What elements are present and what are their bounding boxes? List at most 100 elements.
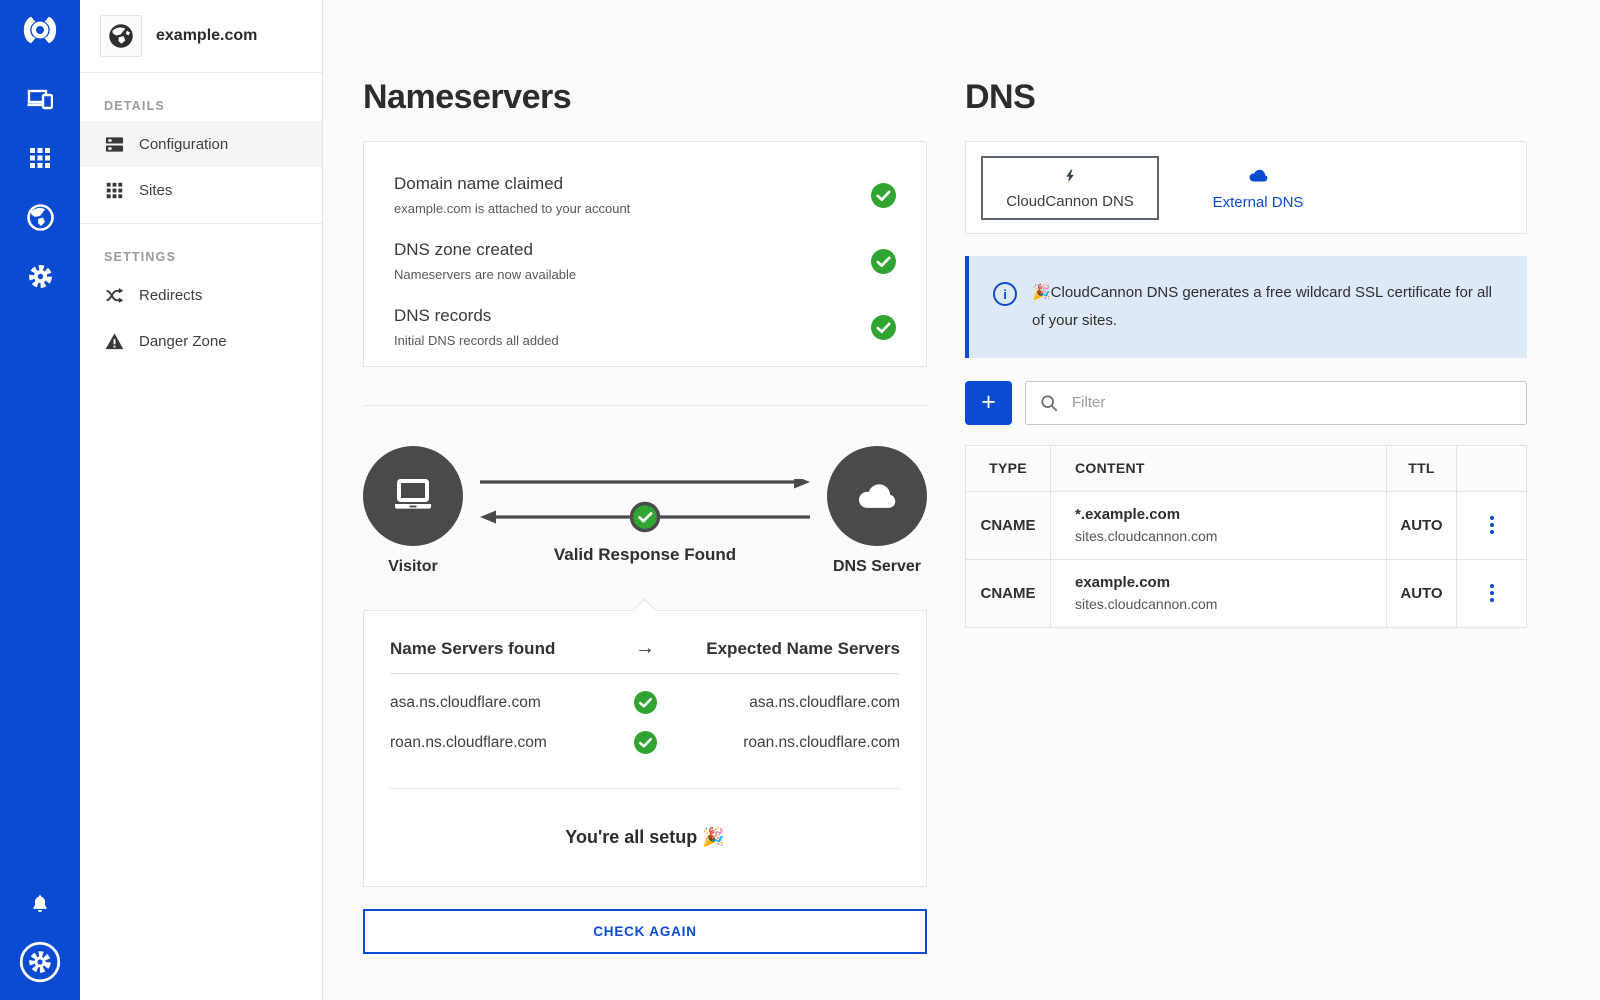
check-icon (610, 731, 680, 754)
content-header: CONTENT (1050, 445, 1386, 491)
secondary-sidebar: example.com DETAILS Configuration (80, 0, 323, 1000)
globe-icon[interactable] (18, 203, 62, 231)
table-row: CNAME example.com sites.cloudcannon.com … (966, 558, 1526, 627)
configuration-icon (104, 135, 124, 154)
checklist-item-title: DNS records (394, 306, 492, 325)
cloudcannon-logo-icon[interactable] (17, 14, 63, 51)
laptop-icon (363, 446, 463, 546)
settings-section-label: SETTINGS (104, 250, 177, 264)
record-name: example.com (1075, 574, 1171, 591)
nameserver-row: asa.ns.cloudflare.com asa.ns.cloudflare.… (390, 691, 900, 714)
site-selector[interactable]: example.com (80, 0, 322, 73)
add-record-button[interactable]: + (965, 380, 1012, 425)
record-type: CNAME (980, 516, 1036, 534)
checklist-item-dns-zone: DNS zone created Nameservers are now ava… (394, 216, 896, 282)
info-icon: i (993, 282, 1017, 306)
expected-value: roan.ns.cloudflare.com (743, 733, 900, 751)
dns-title: DNS (965, 78, 1036, 116)
ssl-info-banner: i 🎉CloudCannon DNS generates a free wild… (965, 256, 1527, 358)
nameserver-table-header: Name Servers found → Expected Name Serve… (390, 637, 900, 674)
banner-text: 🎉CloudCannon DNS generates a free wildca… (1032, 284, 1493, 329)
sidebar-item-label: Configuration (139, 135, 229, 153)
dns-server-label: DNS Server (832, 558, 922, 575)
primary-sidebar-bottom (18, 890, 62, 986)
dns-server-node: DNS Server (827, 446, 927, 576)
card-divider (390, 788, 900, 789)
settings-group: SETTINGS Redirects Danger Zone (80, 250, 322, 364)
record-menu-button[interactable] (1477, 578, 1507, 608)
primary-sidebar (0, 0, 80, 1000)
apps-grid-icon[interactable] (18, 144, 62, 172)
sidebar-item-configuration[interactable]: Configuration (80, 121, 322, 167)
found-header: Name Servers found (390, 638, 556, 658)
found-value: asa.ns.cloudflare.com (390, 693, 541, 711)
record-value: sites.cloudcannon.com (1075, 596, 1218, 612)
warning-triangle-icon (104, 332, 124, 351)
record-ttl: AUTO (1400, 584, 1443, 602)
ttl-header: TTL (1386, 445, 1456, 491)
record-name: *.example.com (1075, 506, 1181, 523)
checklist-item-title: DNS zone created (394, 240, 533, 259)
account-avatar[interactable] (18, 938, 62, 986)
site-name: example.com (156, 27, 258, 44)
found-value: roan.ns.cloudflare.com (390, 733, 547, 751)
cloud-icon (827, 446, 927, 546)
sidebar-item-label: Redirects (139, 286, 203, 304)
visitor-node: Visitor (363, 446, 463, 576)
record-type: CNAME (980, 584, 1036, 602)
nameserver-results-card: Name Servers found → Expected Name Serve… (363, 610, 927, 887)
tab-label: External DNS (1212, 193, 1304, 211)
checklist-item-subtitle: example.com is attached to your account (394, 201, 631, 216)
checklist-item-domain-claimed: Domain name claimed example.com is attac… (394, 150, 896, 216)
tab-cloudcannon-dns[interactable]: CloudCannon DNS (981, 155, 1159, 220)
type-header: TYPE (966, 445, 1050, 491)
record-ttl: AUTO (1400, 516, 1443, 534)
tab-label: CloudCannon DNS (1006, 192, 1134, 210)
cloud-icon (1248, 169, 1267, 182)
checklist-item-dns-records: DNS records Initial DNS records all adde… (394, 282, 896, 348)
nameservers-panel: Nameservers Domain name claimed example.… (363, 78, 927, 954)
sidebar-item-label: Sites (139, 181, 173, 199)
request-response-arrows-icon (480, 479, 810, 533)
tab-external-dns[interactable]: External DNS (1169, 155, 1347, 220)
lightning-bolt-icon (1066, 169, 1074, 182)
primary-nav (18, 85, 62, 290)
record-menu-button[interactable] (1477, 510, 1507, 540)
notifications-bell-icon[interactable] (18, 890, 62, 918)
nameservers-title: Nameservers (363, 78, 572, 116)
check-icon (871, 314, 896, 340)
devices-icon[interactable] (18, 85, 62, 113)
check-icon (871, 248, 896, 274)
nameservers-checklist-card: Domain name claimed example.com is attac… (363, 141, 927, 367)
sidebar-item-danger-zone[interactable]: Danger Zone (80, 318, 322, 364)
dns-lookup-diagram: Visitor Valid Response Found DNS Server (363, 446, 927, 576)
visitor-label: Visitor (388, 558, 438, 575)
sidebar-item-redirects[interactable]: Redirects (80, 272, 322, 318)
check-icon (871, 182, 896, 208)
record-value: sites.cloudcannon.com (1075, 528, 1218, 544)
filter-input[interactable] (1025, 380, 1527, 425)
expected-header: Expected Name Servers (706, 638, 900, 658)
checklist-item-subtitle: Nameservers are now available (394, 267, 577, 282)
site-globe-icon (100, 15, 142, 57)
table-row: CNAME *.example.com sites.cloudcannon.co… (966, 490, 1526, 559)
arrow-right-icon: → (635, 637, 655, 659)
dns-panel: DNS CloudCannon DNS External DNS i 🎉Clou… (965, 78, 1527, 628)
expected-value: asa.ns.cloudflare.com (749, 693, 900, 711)
dns-toolbar: + (965, 380, 1527, 425)
sidebar-item-label: Danger Zone (139, 332, 227, 350)
nameserver-row: roan.ns.cloudflare.com roan.ns.cloudflar… (390, 731, 900, 754)
sidebar-item-sites[interactable]: Sites (80, 167, 322, 213)
kebab-icon (1489, 523, 1494, 527)
dns-provider-tabs: CloudCannon DNS External DNS (965, 141, 1527, 234)
settings-gear-icon[interactable] (18, 262, 62, 290)
sites-grid-icon (104, 182, 124, 199)
actions-header (1456, 445, 1526, 491)
checklist-item-title: Domain name claimed (394, 174, 564, 193)
dns-records-table: TYPE CONTENT TTL CNAME *.example.com sit… (965, 444, 1527, 628)
check-again-button[interactable]: CHECK AGAIN (363, 909, 927, 954)
details-group: DETAILS Configuration Sites (80, 99, 322, 224)
checklist-item-subtitle: Initial DNS records all added (394, 333, 559, 348)
valid-response-label: Valid Response Found (553, 545, 737, 564)
search-icon (1041, 394, 1058, 411)
